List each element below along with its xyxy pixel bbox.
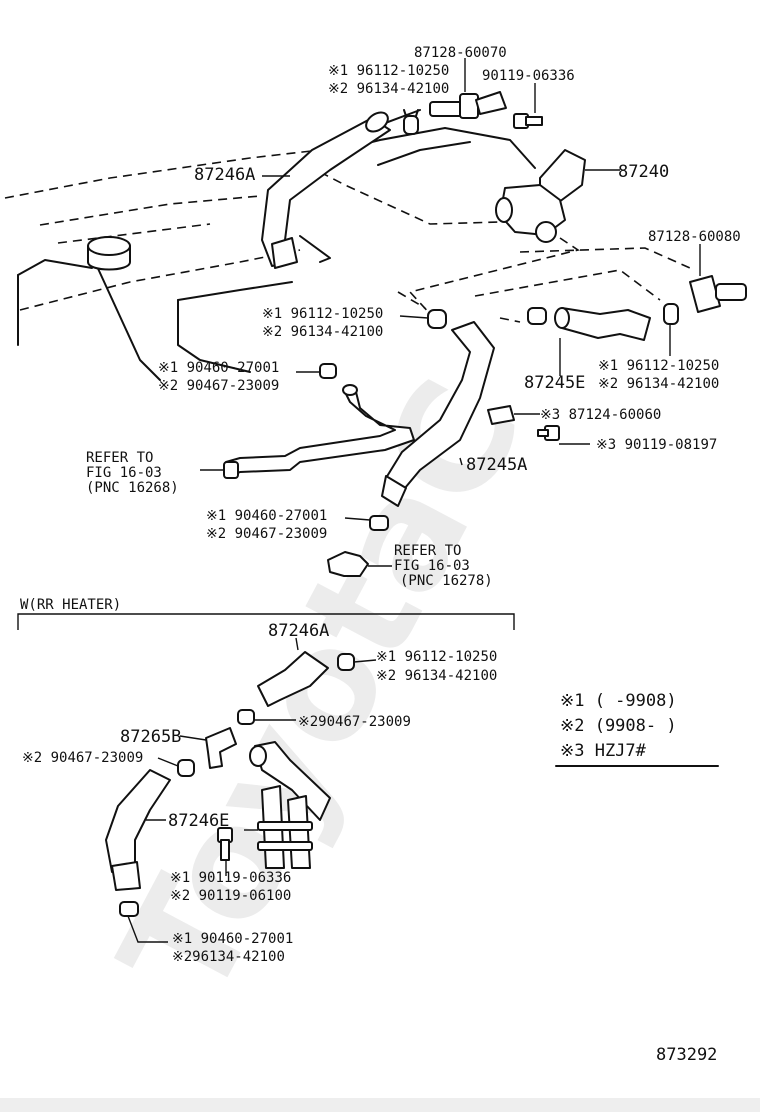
note-87124-60060: ※3 87124-60060 [540, 407, 661, 423]
note-96112-10250-a: ※1 96112-10250 [328, 63, 449, 79]
note-96112-10250-b: ※1 96112-10250 [262, 306, 383, 322]
legend-note-1: ※1 ( -9908) [560, 691, 677, 711]
note-96134-42100-b: ※2 96134-42100 [262, 324, 383, 340]
note-90467-23009-a: ※2 90467-23009 [158, 378, 279, 394]
label-87246A-upper: 87246A [194, 165, 255, 185]
hose-clamp-center [399, 309, 447, 329]
note-90119-06336: ※1 90119-06336 [170, 870, 291, 886]
label-87246E: 87246E [168, 811, 229, 831]
note-90460-27001-b: ※1 90460-27001 [206, 508, 327, 524]
bracket-87124-60060 [487, 405, 540, 425]
hose-87246E [105, 769, 171, 891]
note-90119-06100: ※2 90119-06100 [170, 888, 291, 904]
tee-joint-87265B [179, 727, 237, 769]
label-87240: 87240 [618, 162, 669, 182]
label-87246A-lower: 87246A [268, 621, 329, 641]
label-90119-06336-a: 90119-06336 [482, 68, 575, 84]
legend-note-3: ※3 HZJ7# [560, 741, 647, 761]
hose-clamp-right [663, 303, 679, 356]
label-87245E: 87245E [524, 373, 585, 393]
note-96112-10250-d: ※1 96112-10250 [376, 649, 497, 665]
note-90460-27001-c: ※1 90460-27001 [172, 931, 293, 947]
hose-clamp-rr-bottom [119, 901, 168, 943]
note-90467-23009-b: ※2 90467-23009 [206, 526, 327, 542]
fitting-87128-60070 [429, 58, 507, 119]
hose-clamp-rr-mid [237, 709, 296, 725]
bolt-90119-06336-upper [513, 83, 543, 129]
diagram-id: 873292 [656, 1045, 717, 1065]
rr-heater-bracket [17, 613, 515, 630]
radiator-cap [87, 236, 131, 271]
hose-clamp-rr-left [157, 757, 195, 777]
hose-clamp-rr-top [337, 653, 377, 671]
note-90467-23009-d: ※2 90467-23009 [22, 750, 143, 766]
refer-16268-line2: FIG 16-03 [86, 465, 162, 481]
note-96134-42100-a: ※2 96134-42100 [328, 81, 449, 97]
refer-16278-line3: (PNC 16278) [400, 573, 493, 589]
note-90467-23009-c: ※290467-23009 [298, 714, 411, 730]
refer-16268-line1: REFER TO [86, 450, 153, 466]
hose-87246A-lower [257, 637, 329, 707]
section-title-rr-heater: W(RR HEATER) [20, 597, 121, 613]
legend-note-2: ※2 (9908- ) [560, 716, 677, 736]
note-96112-10250-c: ※1 96112-10250 [598, 358, 719, 374]
refer-16278-line1: REFER TO [394, 543, 461, 559]
heater-pipes-rr [244, 741, 331, 869]
hose-87245A [381, 321, 495, 507]
label-87265B: 87265B [120, 727, 181, 747]
fitting-87128-60080 [689, 244, 747, 313]
note-96134-42100-d: ※2 96134-42100 [376, 668, 497, 684]
label-87128-60080: 87128-60080 [648, 229, 741, 245]
hose-87246A-upper [261, 111, 391, 269]
note-96134-42100-e: ※296134-42100 [172, 949, 285, 965]
note-90119-08197: ※3 90119-08197 [596, 437, 717, 453]
note-90460-27001-a: ※1 90460-27001 [158, 360, 279, 376]
heater-pipe-16278 [327, 551, 392, 577]
bolt-90119-06336-lower [217, 827, 233, 876]
label-87128-60070: 87128-60070 [414, 45, 507, 61]
heater-pipe-16268 [200, 384, 415, 479]
hose-clamp-87245E [527, 307, 547, 325]
water-valve-87240 [495, 149, 620, 243]
hose-87245E [554, 307, 651, 376]
footer-band [0, 1098, 760, 1112]
hose-clamp-left [296, 363, 337, 379]
hose-clamp-lower [344, 515, 389, 531]
refer-16268-line3: (PNC 16268) [86, 480, 179, 496]
dashed-leaders [319, 171, 691, 323]
hose-clamp-top [403, 109, 419, 135]
refer-16278-line2: FIG 16-03 [394, 558, 470, 574]
note-96134-42100-c: ※2 96134-42100 [598, 376, 719, 392]
bolt-90119-08197 [537, 425, 590, 445]
label-87245A: 87245A [466, 455, 527, 475]
